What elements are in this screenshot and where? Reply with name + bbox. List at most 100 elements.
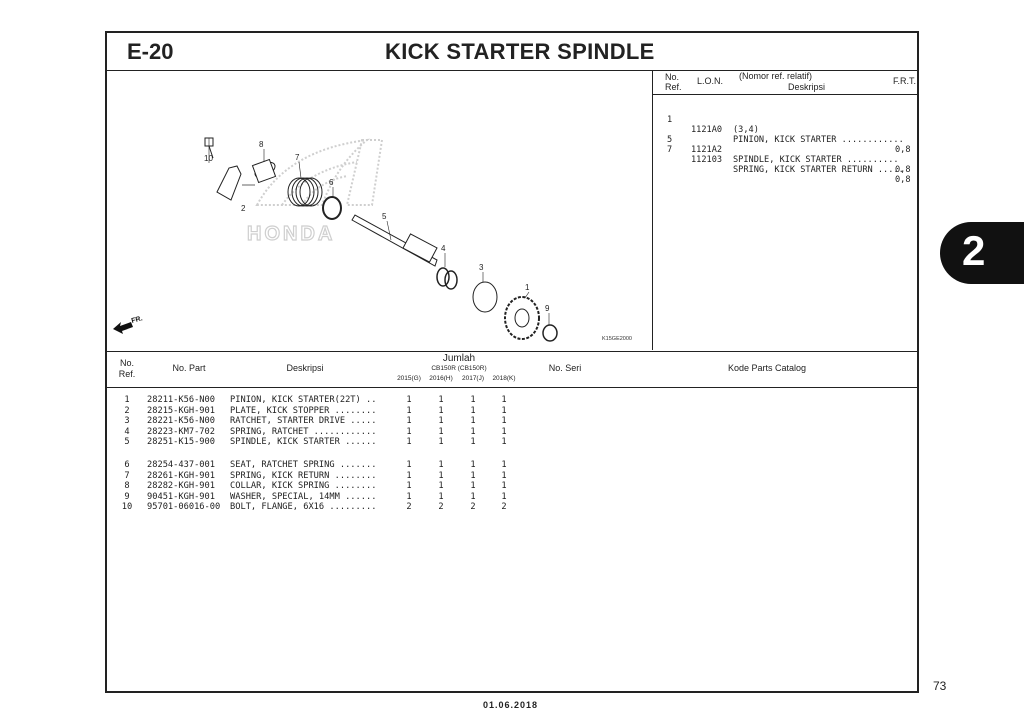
table-cell: 1 [124, 395, 130, 405]
table-cell: 2 [406, 502, 412, 512]
table-cell: 1 [470, 470, 476, 481]
seri-header: No. Seri [548, 363, 582, 373]
table-cell: 1 [501, 426, 507, 437]
table-cell: 4 [124, 426, 130, 437]
page-frame: E-20 KICK STARTER SPINDLE HONDA [105, 31, 919, 693]
table-cell: 1 [406, 470, 412, 481]
table-cell: 1 [470, 426, 476, 437]
table-cell: 1 [438, 405, 444, 416]
table-cell: 1 [438, 437, 444, 447]
table-cell: SPINDLE, KICK STARTER ...... [230, 437, 377, 447]
table-cell: 1 [406, 481, 412, 491]
ref-lon-header: L.O.N. [697, 76, 724, 86]
table-cell: 1 [501, 481, 507, 491]
table-cell: 9 [124, 491, 130, 502]
table-cell: SEAT, RATCHET SPRING ....... [230, 460, 377, 470]
ref-desc-header: Deskripsi [788, 82, 826, 92]
ref-ref-header: Ref. [665, 82, 682, 92]
table-cell: BOLT, FLANGE, 6X16 ......... [230, 502, 377, 512]
table-cell: 1 [501, 395, 507, 405]
page-header: E-20 KICK STARTER SPINDLE [107, 33, 917, 71]
parts-desc-header: Deskripsi [286, 363, 324, 373]
diagram-svg: HONDA [113, 137, 632, 342]
fr-label: FR. [131, 315, 144, 325]
section-title: KICK STARTER SPINDLE [385, 39, 655, 64]
table-cell: PINION, KICK STARTER(22T) .. [230, 395, 377, 405]
table-cell: 10 [121, 502, 133, 512]
table-cell: 1 [406, 460, 412, 470]
table-cell: 2 [438, 502, 444, 512]
table-cell: 1 [438, 491, 444, 502]
washer-part [542, 324, 558, 342]
ref-frt-header: F.R.T. [893, 76, 917, 86]
parts-no-header: No. [119, 358, 134, 368]
model-header: CB150R (CB150R) [431, 365, 487, 372]
table-cell: 28261-KGH-901 [147, 470, 215, 481]
table-cell: 28211-K56-N00 [147, 395, 215, 405]
table-cell: 28282-KGH-901 [147, 481, 215, 491]
table-cell: 1 [438, 416, 444, 426]
ref-no-header: No. [665, 72, 680, 82]
table-cell: 28251-K15-900 [147, 437, 215, 447]
year-header: 2017(J) [461, 375, 485, 382]
table-cell: 7 [124, 470, 130, 481]
front-arrow-icon [113, 322, 133, 334]
table-cell: 1 [501, 460, 507, 470]
parts-table-header: No. Ref. No. Part Deskripsi Jumlah CB150… [107, 351, 917, 388]
table-cell: 90451-KGH-901 [147, 491, 215, 502]
table-cell: 28215-KGH-901 [147, 405, 215, 416]
callout-5: 5 [382, 212, 387, 221]
table-cell: 95701-06016-00 [147, 502, 221, 512]
table-cell: 1 [470, 460, 476, 470]
table-cell: RATCHET, STARTER DRIVE ..... [230, 416, 377, 426]
table-cell: 1 [501, 491, 507, 502]
table-cell: 1 [438, 426, 444, 437]
table-cell: PLATE, KICK STOPPER ........ [230, 405, 377, 416]
footer-date: 01.06.2018 [483, 700, 539, 710]
table-cell: 5 [124, 437, 130, 447]
table-cell: SPRING, RATCHET ............ [230, 426, 377, 437]
table-cell: 2 [501, 502, 507, 512]
table-cell: 1 [406, 437, 412, 447]
table-cell: 1 [438, 470, 444, 481]
table-cell: COLLAR, KICK SPRING ........ [230, 481, 377, 491]
table-cell: 3 [124, 416, 130, 426]
spindle-part [351, 214, 438, 267]
year-header: 2015(G) [397, 375, 421, 382]
year-header: 2016(H) [429, 375, 453, 382]
callout-6: 6 [329, 178, 334, 187]
ref-row: 7 112103 SPRING, KICK STARTER RETURN ...… [667, 145, 911, 185]
table-cell: 1 [406, 405, 412, 416]
table-cell: 1 [406, 395, 412, 405]
jumlah-header: Jumlah [442, 353, 476, 364]
diagram-code: K15GE2000 [602, 336, 632, 342]
honda-wing-watermark [255, 138, 384, 206]
table-cell: 1 [438, 460, 444, 470]
callout-9: 9 [545, 304, 550, 313]
table-cell: 1 [470, 395, 476, 405]
table-cell: 8 [124, 481, 130, 491]
table-cell: 2 [124, 405, 130, 416]
section-code: E-20 [127, 39, 174, 64]
ref-row: 1 (3,4) [667, 115, 759, 135]
parts-ref-header: Ref. [118, 369, 136, 379]
honda-watermark-text: HONDA [247, 223, 335, 245]
ref-nomor-header: (Nomor ref. relatif) [739, 71, 813, 81]
table-cell: 1 [470, 405, 476, 416]
table-cell: 28254-437-001 [147, 460, 215, 470]
table-cell: SPRING, KICK RETURN ........ [230, 470, 377, 481]
ref-row: 5 1121A2 SPINDLE, KICK STARTER .........… [667, 135, 911, 175]
table-cell: 2 [470, 502, 476, 512]
table-cell: 1 [470, 481, 476, 491]
table-cell: 1 [501, 470, 507, 481]
table-cell: 1 [470, 437, 476, 447]
callout-8: 8 [259, 140, 264, 149]
table-cell: 1 [438, 395, 444, 405]
table-cell: 1 [501, 405, 507, 416]
ratchet-seat [322, 196, 342, 220]
table-cell: 28221-K56-N00 [147, 416, 215, 426]
year-header: 2018(K) [492, 375, 516, 382]
collar-part [251, 158, 277, 184]
table-cell: 28223-KM7-702 [147, 426, 215, 437]
table-cell: 6 [124, 460, 130, 470]
